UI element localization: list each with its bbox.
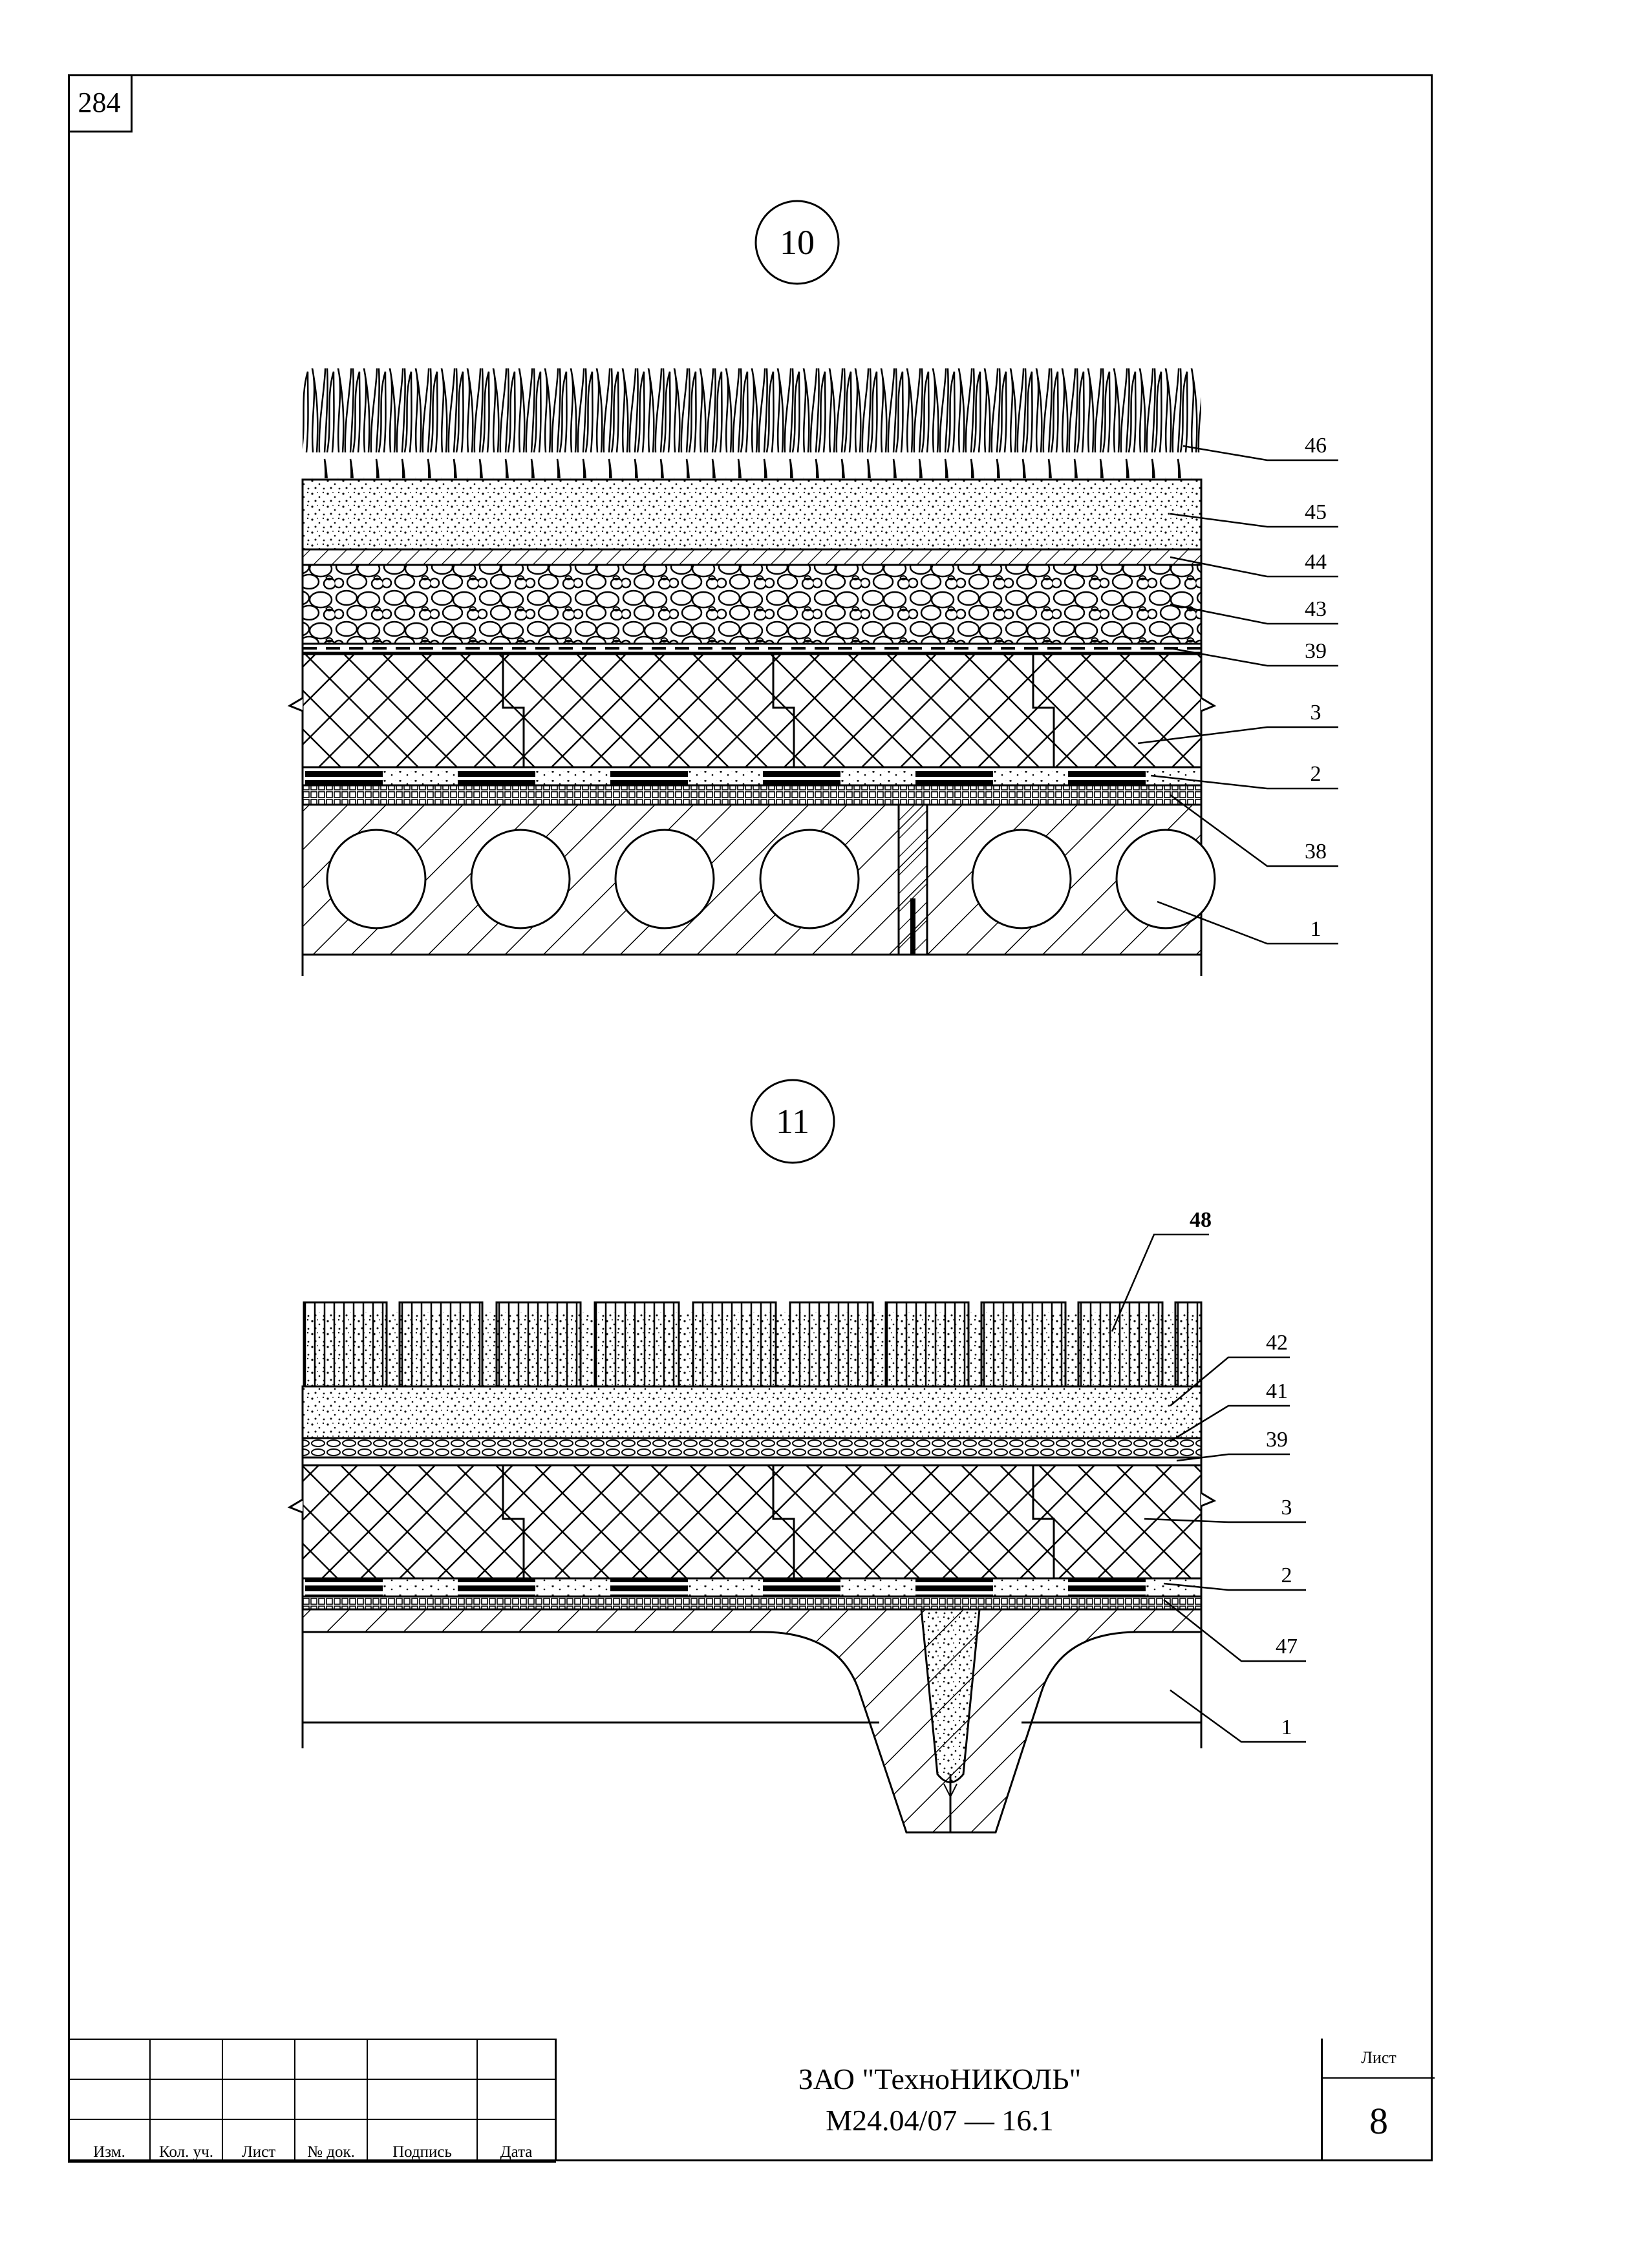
sheet-box: Лист 8	[1321, 2039, 1435, 2161]
header-kol-uch: Кол. уч.	[149, 2119, 223, 2163]
layer-membrane	[301, 766, 1203, 787]
callout-11-42: 42	[1266, 1331, 1288, 1355]
title-block: Изм. Кол. уч. Лист № док. Подпись Дата З…	[68, 2039, 1435, 2163]
detail-10-number: 10	[780, 223, 815, 262]
paving-stones	[303, 1301, 1203, 1388]
layer-sand	[301, 1385, 1203, 1439]
callout-10-44: 44	[1305, 550, 1327, 574]
revision-table: Изм. Кол. уч. Лист № док. Подпись Дата	[68, 2039, 556, 2163]
layer-screed	[301, 784, 1203, 806]
header-date: Дата	[476, 2119, 556, 2163]
detail-10: 10	[287, 200, 1338, 976]
callout-10-46: 46	[1305, 434, 1327, 458]
header-list: Лист	[222, 2119, 295, 2163]
layer-grass	[303, 368, 1201, 478]
layer-gravel	[301, 564, 1203, 645]
document-code: М24.04/07 — 16.1	[826, 2104, 1054, 2137]
callout-10-43: 43	[1305, 597, 1327, 621]
callout-10-38: 38	[1305, 840, 1327, 864]
callout-10-39: 39	[1305, 639, 1327, 663]
layer-insulation	[301, 653, 1203, 768]
layer-soil	[301, 478, 1203, 551]
ribbed-slab	[301, 1608, 1203, 1834]
layer-pebbles	[301, 1437, 1203, 1459]
sheet-label: Лист	[1323, 2039, 1435, 2079]
header-izm: Изм.	[68, 2119, 151, 2163]
page-number: 284	[68, 74, 133, 132]
callout-10-45: 45	[1305, 500, 1327, 524]
layer-screed-b	[301, 1595, 1203, 1611]
header-doc-no: № док.	[294, 2119, 368, 2163]
callout-10-1: 1	[1310, 917, 1321, 941]
callout-10-3: 3	[1310, 701, 1321, 725]
organization-name: ЗАО "ТехноНИКОЛЬ"	[798, 2062, 1082, 2095]
callout-11-1: 1	[1281, 1715, 1292, 1739]
detail-10-marker	[754, 200, 840, 285]
layer-filter	[301, 548, 1203, 566]
callout-11-39: 39	[1266, 1428, 1288, 1452]
callout-11-2: 2	[1281, 1563, 1292, 1587]
callout-10-2: 2	[1310, 762, 1321, 786]
organization-box: ЗАО "ТехноНИКОЛЬ" М24.04/07 — 16.1	[555, 2039, 1323, 2161]
layer-sheet-39b	[301, 1456, 1203, 1467]
sheet-number: 8	[1369, 2099, 1388, 2142]
callout-11-3: 3	[1281, 1496, 1292, 1520]
layer-membrane-b	[301, 1577, 1203, 1598]
callout-11-41: 41	[1266, 1379, 1288, 1403]
detail-11-number: 11	[776, 1102, 809, 1141]
header-signature: Подпись	[367, 2119, 478, 2163]
callout-11-48: 48	[1190, 1208, 1212, 1232]
drawing-frame	[68, 74, 1433, 2161]
detail-11: 11	[287, 1079, 1306, 1834]
callout-11-47: 47	[1276, 1635, 1298, 1659]
layer-insulation-b	[301, 1464, 1203, 1580]
drawing-canvas: 10	[287, 200, 1338, 1834]
detail-11-marker	[750, 1079, 835, 1164]
